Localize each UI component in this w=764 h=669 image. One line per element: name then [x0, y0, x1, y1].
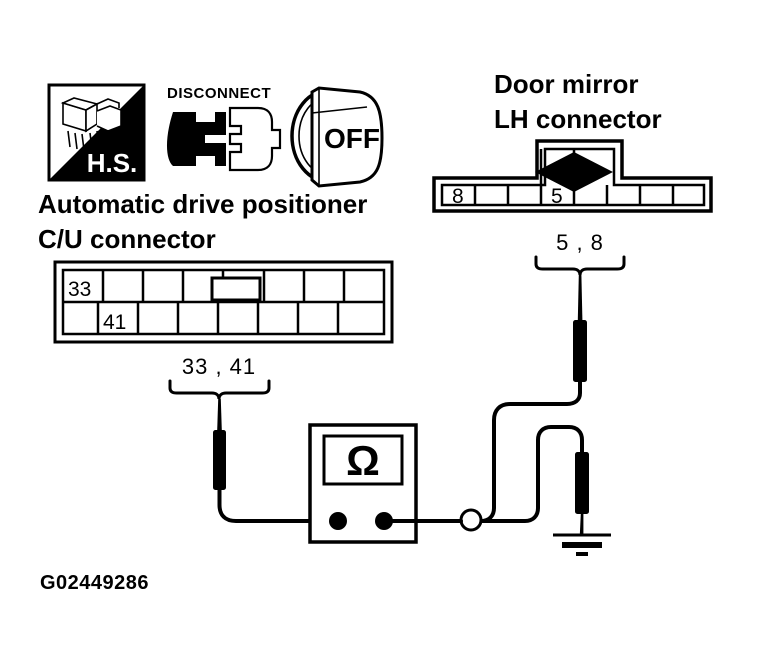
probe-left-lead [217, 488, 340, 523]
left-connector-bracket [168, 379, 271, 400]
ignition-off-label: OFF [324, 123, 380, 154]
disconnect-male-half [166, 112, 226, 166]
figure-id-label: G02449286 [40, 572, 149, 594]
probe-left-tip [217, 399, 222, 430]
probe-right-ground [471, 425, 589, 535]
left-connector: 33 41 [53, 260, 394, 344]
left-connector-pin-33: 33 [68, 278, 91, 301]
probe-right-upper-barrel [573, 320, 587, 382]
probe-left-barrel [213, 430, 226, 490]
disconnect-female-half [228, 106, 282, 172]
left-connector-pin-41: 41 [103, 311, 126, 334]
right-connector-title-line2: LH connector [494, 104, 662, 134]
ohmmeter-terminal-left [329, 512, 347, 530]
ohmmeter: Ω [308, 423, 418, 544]
ignition-knob [310, 86, 384, 188]
left-connector-title-line2: C/U connector [38, 224, 216, 254]
hs-icon-label: H.S. [87, 148, 138, 178]
probe-right-upper-lead [471, 380, 582, 523]
right-connector-pin-8: 8 [452, 185, 464, 208]
hs-icon: H.S. [47, 83, 146, 182]
ohmmeter-omega-symbol: Ω [346, 437, 380, 484]
left-connector-bottom-dividers [96, 302, 340, 334]
probe-right-ground-tip [579, 514, 584, 535]
hs-connector-sketch [60, 97, 122, 151]
ohmmeter-display [322, 434, 404, 486]
right-connector-pin-5: 5 [551, 185, 563, 208]
right-connector-bracket [534, 255, 626, 276]
ground-symbol [553, 533, 611, 556]
ignition-off-icon: OFF [290, 86, 384, 188]
left-connector-cell-marker [210, 276, 262, 302]
probe-left [213, 399, 340, 523]
right-connector-bracket-label: 5 , 8 [556, 230, 604, 255]
disconnect-icon: DISCONNECT [166, 85, 282, 172]
probe-right-upper-tip [577, 275, 583, 320]
right-connector-title-line1: Door mirror [494, 69, 638, 99]
disconnect-icon-label: DISCONNECT [167, 85, 271, 102]
left-connector-bracket-label: 33 , 41 [182, 354, 256, 379]
probe-right-ground-barrel [575, 452, 589, 514]
probe-right-upper [471, 275, 587, 523]
left-connector-title-line1: Automatic drive positioner [38, 189, 367, 219]
probe-right-ground-lead [471, 425, 584, 523]
right-connector-diamond-marker [535, 152, 613, 192]
right-connector: 8 5 [432, 139, 713, 213]
ignition-knob-crease [311, 106, 368, 114]
wire-junction-node [459, 508, 483, 532]
